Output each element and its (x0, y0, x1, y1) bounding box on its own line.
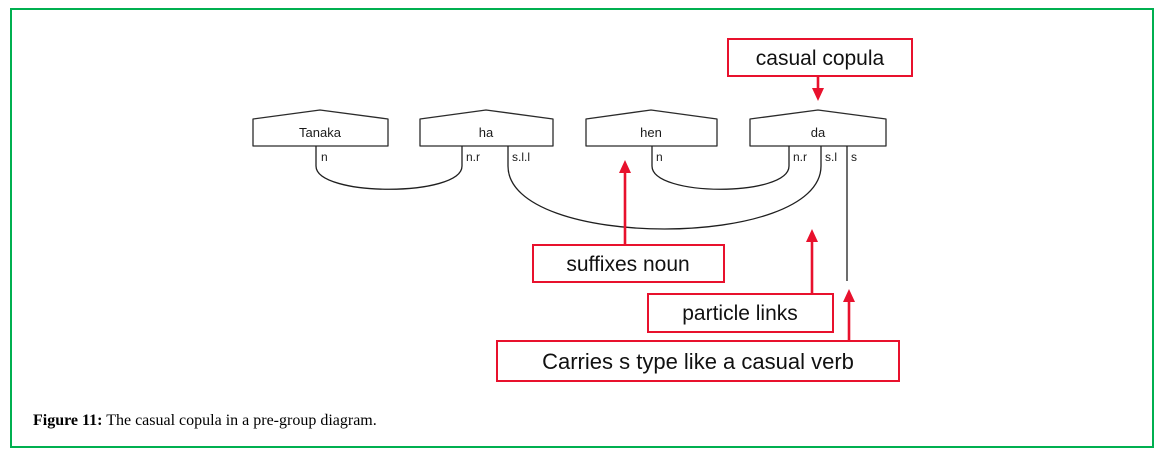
type-label-n-hen: n (656, 150, 663, 164)
type-label-nr-ha: n.r (466, 150, 480, 164)
annotation-box-carries-s (496, 340, 900, 382)
word-box-tanaka (252, 109, 389, 147)
type-label-sll-ha: s.l.l (512, 150, 530, 164)
arrow-head-suffixes-noun (619, 160, 631, 173)
word-label-tanaka: Tanaka (299, 125, 342, 140)
annotation-box-casual-copula (727, 38, 913, 77)
annotation-box-suffixes-noun (532, 244, 725, 283)
type-label-nr-da: n.r (793, 150, 807, 164)
annotation-label-suffixes-noun: suffixes noun (566, 253, 689, 276)
word-box-ha (419, 109, 554, 147)
annotation-box-particle-links (647, 293, 834, 333)
word-box-hen (585, 109, 718, 147)
annotation-label-particle-links: particle links (682, 302, 798, 325)
word-label-ha: ha (479, 125, 494, 140)
arrow-head-casual-copula (812, 88, 824, 101)
type-label-s-da: s (851, 150, 857, 164)
figure-border (10, 8, 1154, 448)
figure-caption: Figure 11: The casual copula in a pre-gr… (33, 412, 377, 430)
figure-caption-label: Figure 11: (33, 412, 103, 429)
cup-tanaka-ha (315, 165, 463, 190)
type-label-sl-da: s.l (825, 150, 837, 164)
word-label-da: da (811, 125, 826, 140)
type-label-n-tanaka: n (321, 150, 328, 164)
arrow-head-carries-s (843, 289, 855, 302)
word-label-hen: hen (640, 125, 662, 140)
cup-hen-da (651, 165, 790, 190)
cup-ha-da (507, 165, 822, 230)
figure-caption-text: The casual copula in a pre-group diagram… (102, 412, 377, 429)
annotation-label-carries-s: Carries s type like a casual verb (542, 349, 854, 374)
annotation-label-casual-copula: casual copula (756, 47, 885, 70)
word-box-da (749, 109, 887, 147)
arrow-head-particle-links (806, 229, 818, 242)
